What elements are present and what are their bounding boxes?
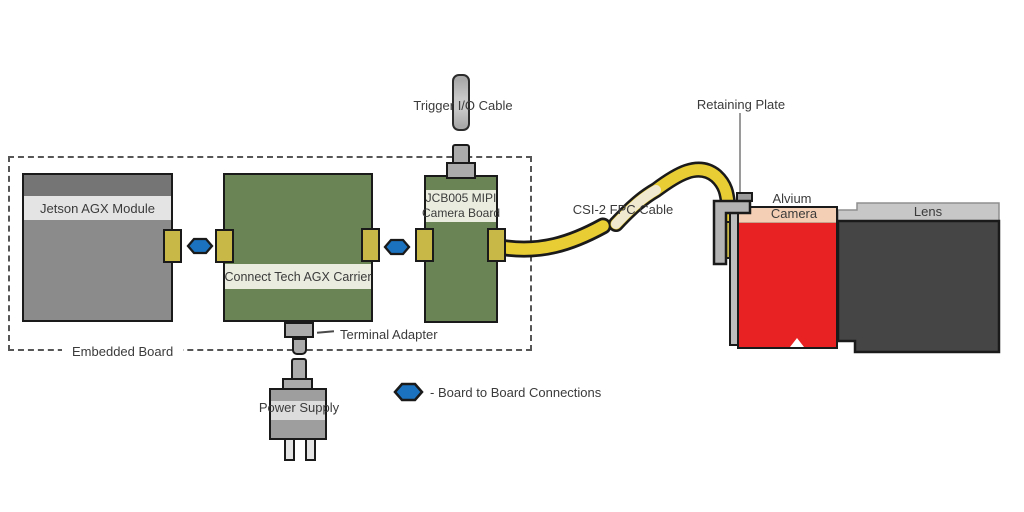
camera-board-label-band: JCB005 MIPI Camera Board (422, 190, 500, 222)
trigger-io-cable (452, 74, 470, 131)
trigger-connector-plug (452, 144, 470, 164)
power-supply-label: Power Supply (258, 400, 340, 415)
csi2-fpc-cable (492, 161, 740, 258)
b2b-connector-camboard-left (415, 228, 434, 262)
jetson-agx-module: Jetson AGX Module (22, 173, 173, 322)
jetson-top-band (24, 175, 171, 196)
b2b-connector-carrier-left (215, 229, 234, 263)
embedded-board-label: Embedded Board (62, 344, 184, 359)
lens-label: Lens (913, 204, 943, 219)
terminal-adapter-plug (292, 338, 307, 355)
power-supply (269, 388, 327, 440)
camera-top-band (739, 208, 836, 223)
legend-board-to-board-icon (393, 382, 424, 402)
terminal-adapter (284, 322, 314, 338)
csi2-fpc-cable-label: CSI-2 FPC Cable (572, 202, 674, 217)
b2b-connector-carrier-right (361, 228, 380, 262)
fpc-connector-camboard (487, 228, 506, 262)
jetson-label: Jetson AGX Module (40, 200, 155, 216)
retaining-plate (712, 192, 753, 266)
power-plug-tip (291, 358, 307, 380)
board-to-board-icon (186, 237, 214, 255)
terminal-adapter-label: Terminal Adapter (340, 327, 438, 342)
b2b-connector-jetson (163, 229, 182, 263)
trigger-io-cable-label: Trigger I/O Cable (413, 98, 513, 113)
jetson-label-band: Jetson AGX Module (24, 196, 171, 220)
alvium-camera (737, 206, 838, 349)
retaining-plate-leader-line (739, 113, 741, 193)
board-to-board-icon (383, 238, 411, 256)
camera-bottom-notch (790, 338, 804, 347)
camera-board-label: JCB005 MIPI Camera Board (421, 191, 501, 220)
alvium-camera-label-line1: Alvium (772, 191, 812, 206)
carrier-label-band: Connect Tech AGX Carrier (224, 264, 372, 289)
legend-label: - Board to Board Connections (430, 385, 602, 400)
retaining-plate-label: Retaining Plate (696, 97, 786, 112)
carrier-label: Connect Tech AGX Carrier (224, 269, 372, 284)
agx-carrier-board: Connect Tech AGX Carrier (223, 173, 373, 322)
power-supply-label-band (271, 401, 325, 420)
lens (836, 202, 1001, 354)
alvium-camera-label-line2: Camera (770, 206, 818, 221)
camera-board-top-connector (446, 162, 476, 179)
